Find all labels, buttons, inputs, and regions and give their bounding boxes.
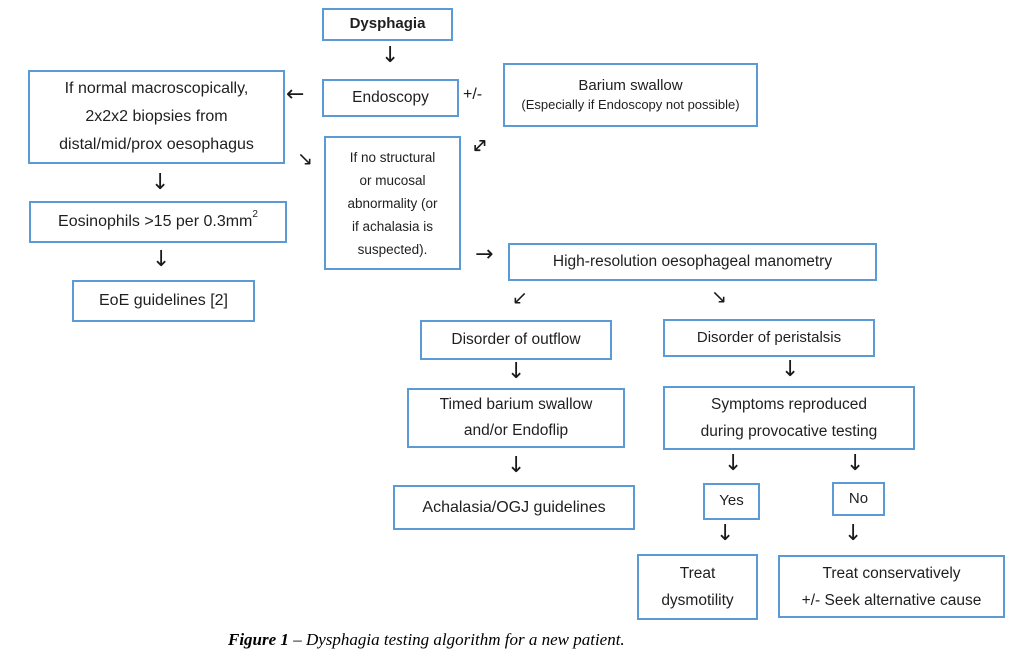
arrow-manometry-to-peristalsis: ↘ bbox=[711, 286, 727, 308]
arrow-manometry-to-outflow: ↙ bbox=[512, 287, 528, 309]
arrow-biopsies-to-eosinophils: ↓ bbox=[151, 170, 170, 195]
arrow-symptoms-to-no: ↓ bbox=[846, 451, 865, 476]
node-timed-barium: Timed barium swallow and/or Endoflip bbox=[407, 388, 625, 448]
arrow-eosinophils-to-eoe: ↓ bbox=[152, 247, 171, 272]
arrow-endoscopy-to-structural: ↘ bbox=[297, 148, 313, 170]
arrow-barium-structural-bidirectional: ↔ bbox=[464, 130, 494, 160]
node-no: No bbox=[832, 482, 885, 516]
figure-caption-label: Figure 1 bbox=[228, 630, 289, 649]
arrow-outflow-to-timed: ↓ bbox=[507, 359, 526, 384]
node-dysphagia: Dysphagia bbox=[322, 8, 453, 41]
node-disorder-outflow: Disorder of outflow bbox=[420, 320, 612, 360]
node-yes: Yes bbox=[703, 483, 760, 520]
barium-swallow-title: Barium swallow bbox=[578, 77, 683, 95]
arrow-peristalsis-to-symptoms: ↓ bbox=[781, 357, 800, 382]
node-treat-dysmotility: Treat dysmotility bbox=[637, 554, 758, 620]
node-eoe-guidelines: EoE guidelines [2] bbox=[72, 280, 255, 322]
node-biopsies: If normal macroscopically, 2x2x2 biopsie… bbox=[28, 70, 285, 164]
figure-caption-text: – Dysphagia testing algorithm for a new … bbox=[288, 630, 625, 649]
node-symptoms-reproduced: Symptoms reproduced during provocative t… bbox=[663, 386, 915, 450]
node-endoscopy: Endoscopy bbox=[322, 79, 459, 117]
arrow-symptoms-to-yes: ↓ bbox=[724, 451, 743, 476]
plus-minus-label: +/- bbox=[463, 86, 483, 103]
arrow-yes-to-treat-dysmotility: ↓ bbox=[716, 521, 735, 546]
node-disorder-peristalsis: Disorder of peristalsis bbox=[663, 319, 875, 357]
figure-caption: Figure 1 – Dysphagia testing algorithm f… bbox=[228, 630, 625, 650]
node-manometry: High-resolution oesophageal manometry bbox=[508, 243, 877, 281]
node-treat-conservatively: Treat conservatively +/- Seek alternativ… bbox=[778, 555, 1005, 618]
arrow-structural-to-manometry: → bbox=[475, 242, 494, 267]
arrow-timed-to-achalasia: ↓ bbox=[507, 453, 526, 478]
arrow-no-to-treat-conservatively: ↓ bbox=[844, 521, 863, 546]
barium-swallow-subtitle: (Especially if Endoscopy not possible) bbox=[521, 97, 740, 113]
node-barium-swallow: Barium swallow (Especially if Endoscopy … bbox=[503, 63, 758, 127]
node-no-structural-abnormality: If no structural or mucosal abnormality … bbox=[324, 136, 461, 270]
node-achalasia-guidelines: Achalasia/OGJ guidelines bbox=[393, 485, 635, 530]
eosinophils-text: Eosinophils >15 per 0.3mm bbox=[58, 213, 253, 231]
arrow-endoscopy-to-biopsies: ← bbox=[286, 82, 305, 107]
arrow-dysphagia-to-endoscopy: ↓ bbox=[381, 43, 400, 68]
